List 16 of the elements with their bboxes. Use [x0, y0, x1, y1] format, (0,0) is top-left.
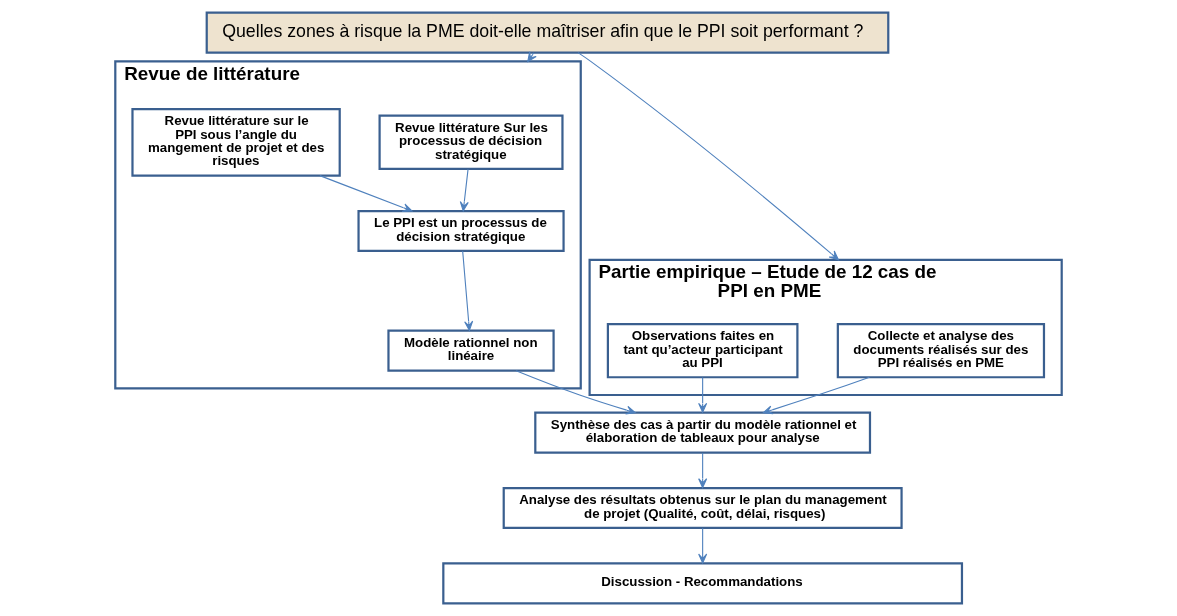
arrow	[319, 175, 413, 213]
arrow	[527, 51, 537, 62]
node-box: Synthèse des cas à partir du modèle rationnel et élaboration de tableaux pour analyse	[534, 411, 872, 454]
arrow	[462, 250, 474, 331]
node-box: Analyse des résultats obtenus sur le plan du management de projet (Qualité, coût, délai, risques)	[502, 486, 903, 530]
node-box: Modèle rationnel non linéaire	[387, 329, 555, 372]
node-box: Revue littérature sur le PPI sous l’angle du mangement de projet et des risques	[131, 107, 341, 177]
node-box: Observations faites en tant qu’acteur participant au PPI	[606, 322, 799, 379]
node-box: Revue littérature Sur les processus de décision stratégique	[378, 114, 564, 171]
arrow	[459, 168, 469, 212]
arrow	[698, 376, 708, 413]
arrow	[698, 452, 708, 489]
node-box: Collecte et analyse des documents réalisés sur des PPI réalisés en PME	[836, 322, 1046, 379]
node-box: Le PPI est un processus de décision stratégique	[357, 209, 565, 253]
node-box: Discussion - Recommandations	[442, 562, 964, 605]
arrow	[698, 527, 708, 564]
